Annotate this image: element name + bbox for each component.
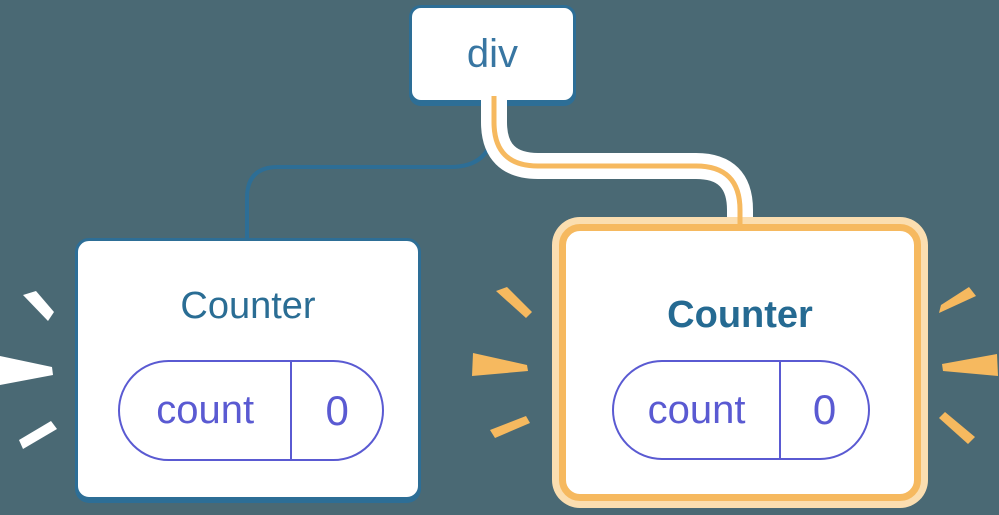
sparkle-burst-orange-left-icon [472, 287, 532, 438]
tree-node-div: div [409, 5, 576, 103]
state-pill-left: count 0 [118, 360, 384, 461]
edge-to-right-counter-casing [481, 96, 753, 217]
sparkle-burst-orange-right-icon [939, 287, 998, 444]
counter-card-right-highlighted: Counter count 0 [552, 217, 928, 508]
tree-node-div-label: div [466, 31, 519, 76]
counter-card-left-title: Counter [180, 285, 316, 327]
counter-card-left: Counter count 0 [75, 238, 421, 500]
counter-card-right-inner: Counter count 0 [559, 224, 921, 501]
edge-to-left-counter [245, 100, 496, 240]
state-key-left: count [120, 362, 293, 459]
counter-card-right-title: Counter [667, 294, 813, 336]
state-value-left: 0 [325, 386, 349, 434]
sparkle-burst-white-icon [0, 291, 57, 449]
state-key-right: count [614, 362, 782, 458]
state-pill-right: count 0 [612, 360, 870, 460]
edge-to-right-counter [491, 96, 743, 228]
state-value-right: 0 [812, 386, 837, 433]
